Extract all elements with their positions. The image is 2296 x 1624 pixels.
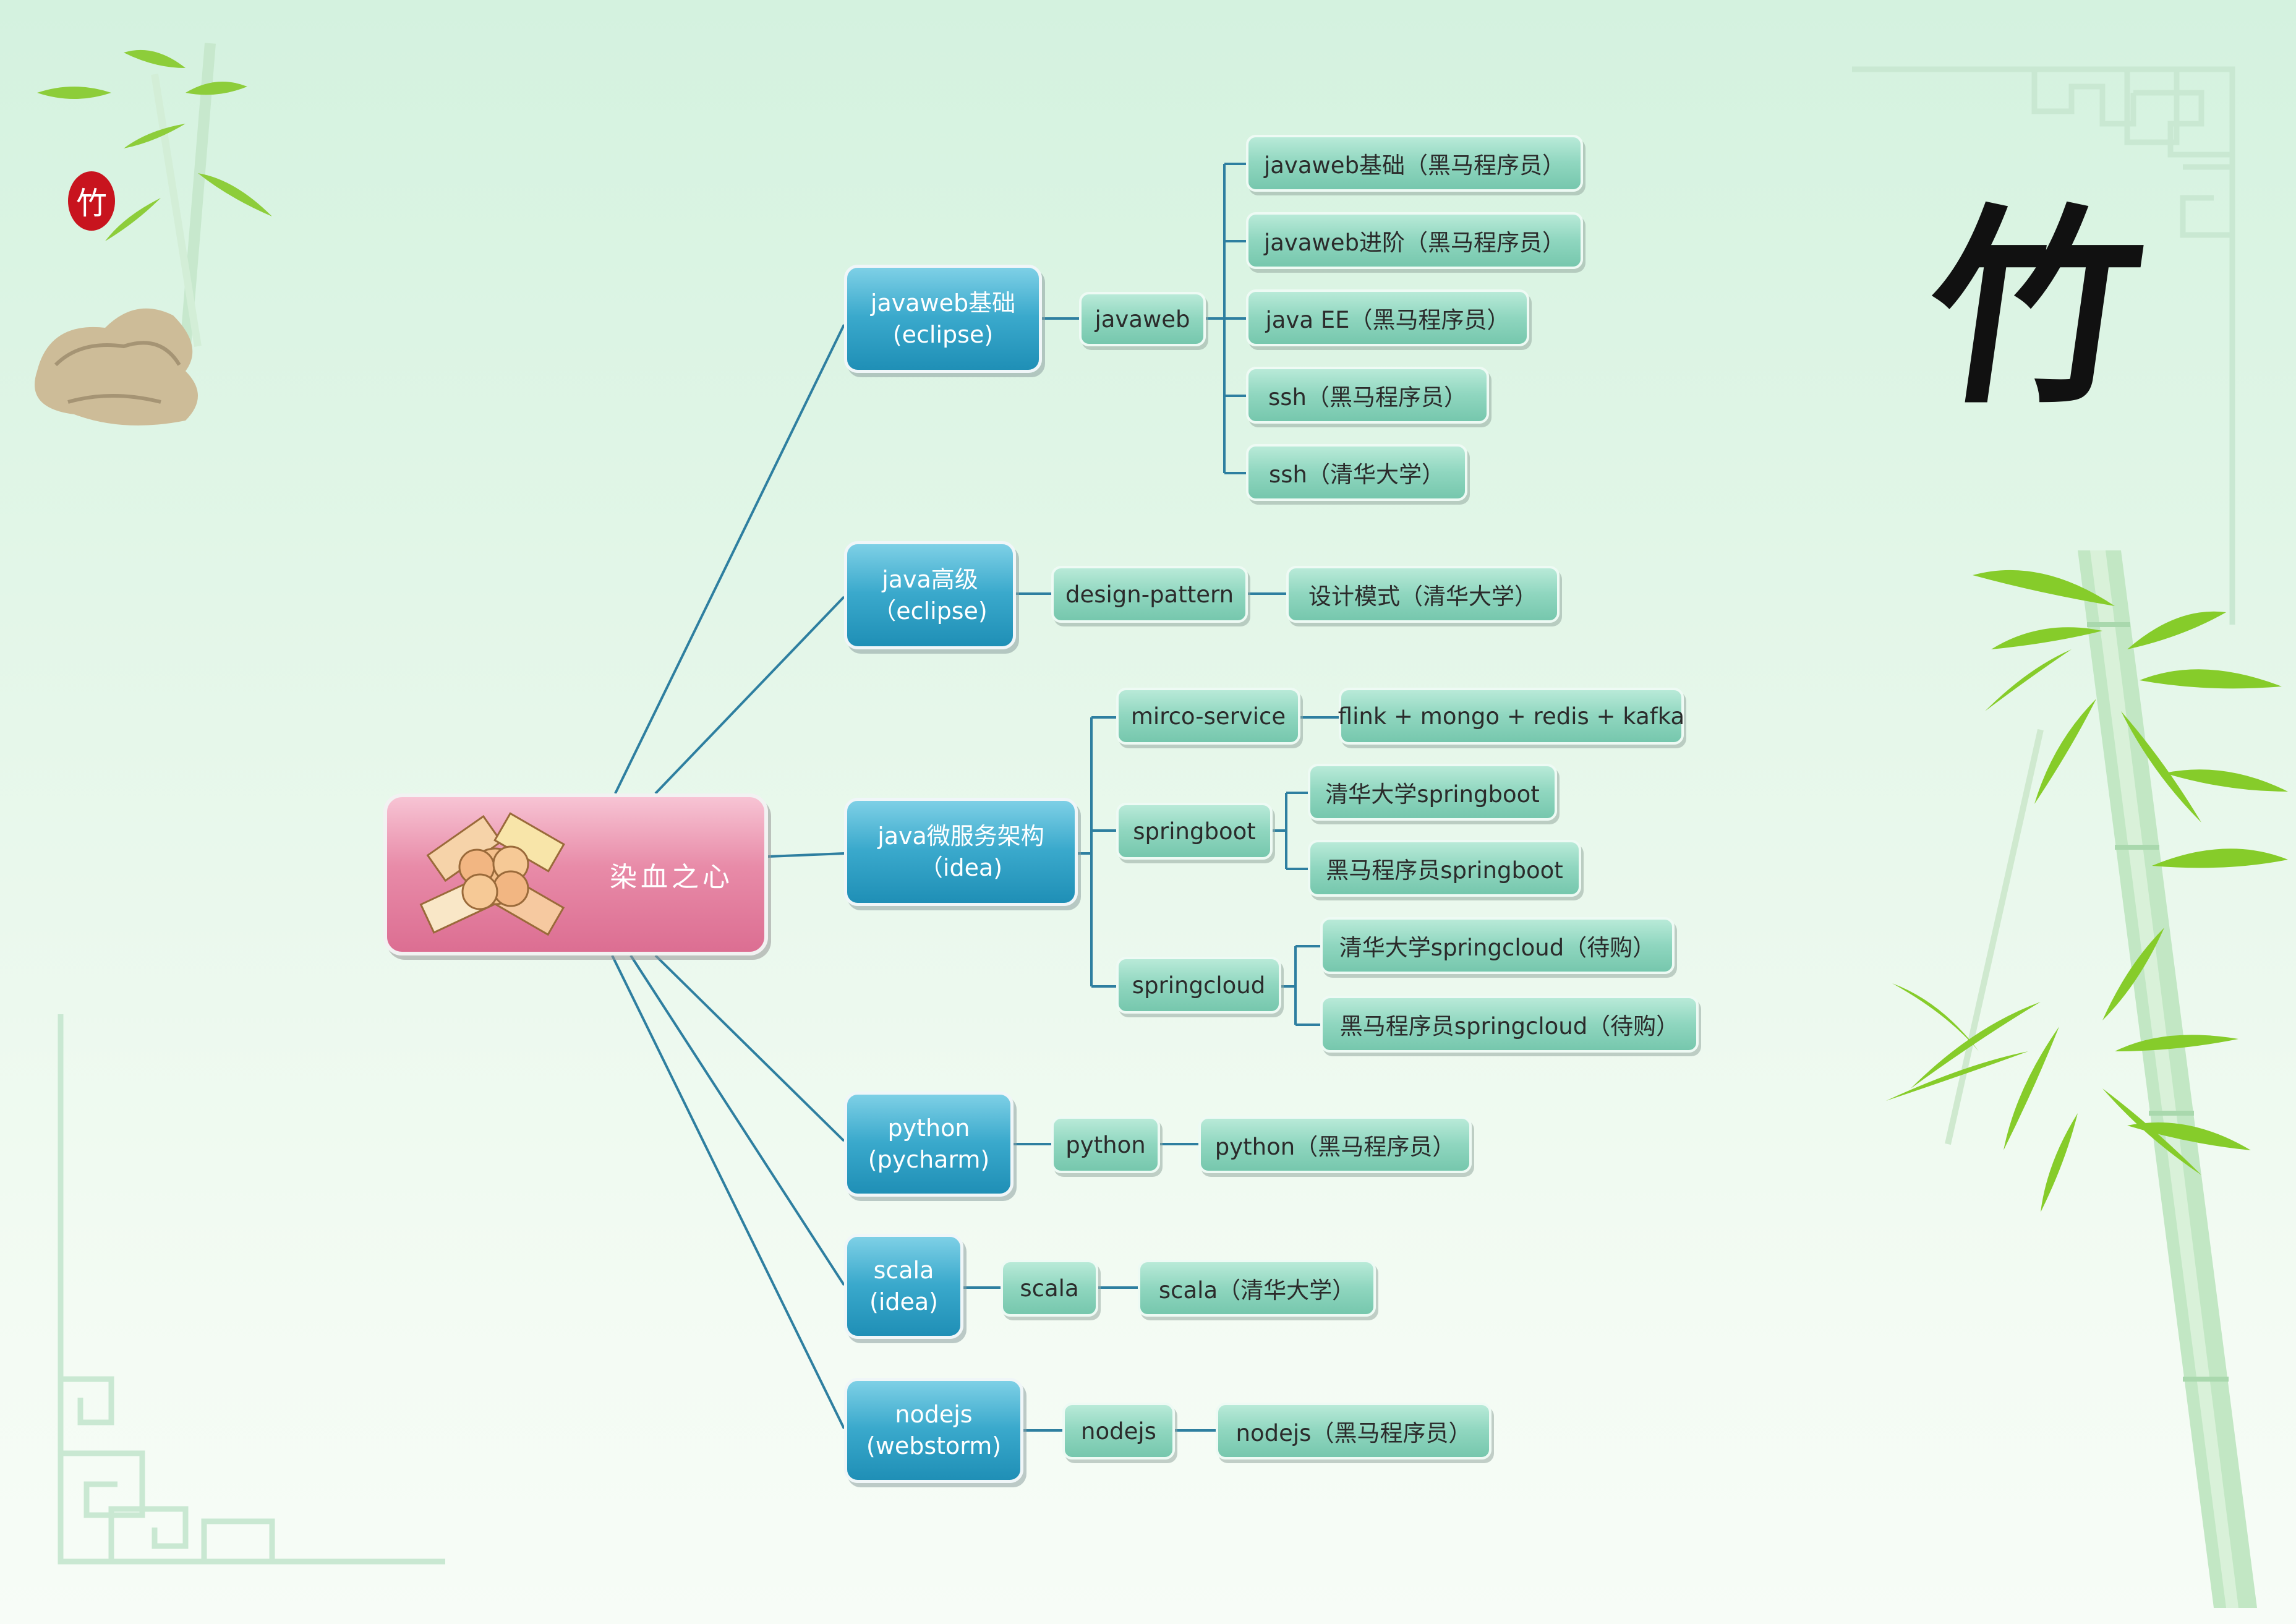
- leaf-label: 黑马程序员springboot: [1326, 857, 1563, 884]
- leaf-label: scala（清华大学）: [1158, 1277, 1355, 1304]
- topic-subtitle: (idea): [869, 1288, 938, 1315]
- subtopic-scala[interactable]: scala: [1001, 1260, 1098, 1317]
- topic-subtitle: (webstorm): [866, 1432, 1002, 1459]
- topic-title: nodejs: [895, 1401, 973, 1428]
- topic-title: javaweb基础: [870, 289, 1016, 317]
- topic-subtitle: (eclipse): [892, 320, 994, 348]
- leaf-label: java EE（黑马程序员）: [1265, 307, 1510, 333]
- topic-title: java高级: [882, 565, 978, 593]
- leaf-label: javaweb进阶（黑马程序员）: [1263, 229, 1566, 256]
- lattice-border-top-right: [1852, 66, 2235, 625]
- leaf-label: nodejs（黑马程序员）: [1235, 1420, 1472, 1447]
- subtopic-label: design-pattern: [1065, 581, 1234, 608]
- topic-title: python: [887, 1114, 970, 1142]
- leaf-topic[interactable]: 黑马程序员springboot: [1308, 840, 1581, 897]
- central-topic-label: 染血之心: [610, 861, 733, 893]
- leaf-topic[interactable]: ssh（清华大学）: [1246, 444, 1467, 501]
- subtopic-python[interactable]: python: [1051, 1116, 1160, 1173]
- leaf-topic[interactable]: javaweb进阶（黑马程序员）: [1246, 212, 1583, 269]
- topic-scala[interactable]: scala (idea): [844, 1234, 963, 1339]
- leaf-topic[interactable]: nodejs（黑马程序员）: [1216, 1403, 1492, 1459]
- subtopic-label: springcloud: [1132, 972, 1266, 999]
- bamboo-right: [1886, 550, 2288, 1608]
- subtopic-label: python: [1065, 1131, 1146, 1158]
- leaf-label: 清华大学springcloud（待购）: [1339, 934, 1656, 961]
- topic-subtitle: (pycharm): [868, 1146, 990, 1173]
- leaf-topic[interactable]: java EE（黑马程序员）: [1246, 289, 1529, 346]
- topic-title: java微服务架构: [877, 822, 1044, 850]
- seal-stamp-icon: 竹: [67, 170, 116, 232]
- subtopic-label: nodejs: [1081, 1417, 1156, 1445]
- leaf-label: ssh（黑马程序员）: [1268, 384, 1467, 411]
- leaf-label: python（黑马程序员）: [1214, 1134, 1456, 1160]
- leaf-label: 清华大学springboot: [1325, 781, 1540, 808]
- leaf-topic[interactable]: 黑马程序员springcloud（待购）: [1320, 996, 1699, 1053]
- central-topic[interactable]: 染血之心: [383, 793, 768, 955]
- seal-character: 竹: [76, 186, 107, 221]
- lattice-border-bottom-left: [58, 1014, 445, 1565]
- leaf-topic[interactable]: 清华大学springboot: [1308, 764, 1557, 821]
- topic-subtitle: （eclipse): [873, 597, 988, 625]
- topic-subtitle: （idea): [919, 853, 1003, 881]
- leaf-topic[interactable]: python（黑马程序员）: [1198, 1116, 1472, 1173]
- joined-hands-icon: [419, 812, 565, 936]
- subtopic-javaweb[interactable]: javaweb: [1079, 292, 1206, 346]
- topic-title: scala: [873, 1257, 934, 1284]
- subtopic-label: scala: [1020, 1275, 1079, 1302]
- leaf-topic[interactable]: scala（清华大学）: [1138, 1260, 1376, 1317]
- subtopic-nodejs[interactable]: nodejs: [1062, 1403, 1175, 1459]
- topic-java-advanced[interactable]: java高级 （eclipse): [844, 541, 1016, 649]
- subtopic-mirco-service[interactable]: mirco-service: [1116, 688, 1300, 745]
- topic-javaweb-basics[interactable]: javaweb基础 (eclipse): [844, 265, 1042, 373]
- subtopic-label: mirco-service: [1130, 703, 1286, 730]
- leaf-topic[interactable]: javaweb基础（黑马程序员）: [1246, 135, 1583, 192]
- rocks: [35, 308, 198, 425]
- leaf-label: 黑马程序员springcloud（待购）: [1339, 1013, 1679, 1040]
- topic-java-microservices[interactable]: java微服务架构 （idea): [844, 798, 1078, 906]
- leaf-label: ssh（清华大学）: [1268, 461, 1445, 488]
- topic-nodejs[interactable]: nodejs (webstorm): [844, 1378, 1023, 1483]
- subtopic-springcloud[interactable]: springcloud: [1116, 957, 1281, 1014]
- leaf-topic[interactable]: 设计模式（清华大学）: [1286, 566, 1560, 623]
- subtopic-design-pattern[interactable]: design-pattern: [1051, 566, 1248, 623]
- leaf-topic[interactable]: flink + mongo + redis + kafka: [1338, 688, 1685, 745]
- leaf-label: 设计模式（清华大学）: [1308, 583, 1537, 610]
- leaf-topic[interactable]: ssh（黑马程序员）: [1246, 367, 1489, 424]
- leaf-label: flink + mongo + redis + kafka: [1338, 703, 1685, 730]
- subtopic-springboot[interactable]: springboot: [1116, 803, 1273, 860]
- topic-python[interactable]: python (pycharm): [844, 1092, 1014, 1197]
- subtopic-label: springboot: [1133, 818, 1256, 845]
- bamboo-top-left: [37, 43, 272, 347]
- subtopic-label: javaweb: [1095, 306, 1190, 333]
- leaf-label: javaweb基础（黑马程序员）: [1263, 152, 1566, 179]
- leaf-topic[interactable]: 清华大学springcloud（待购）: [1320, 917, 1675, 974]
